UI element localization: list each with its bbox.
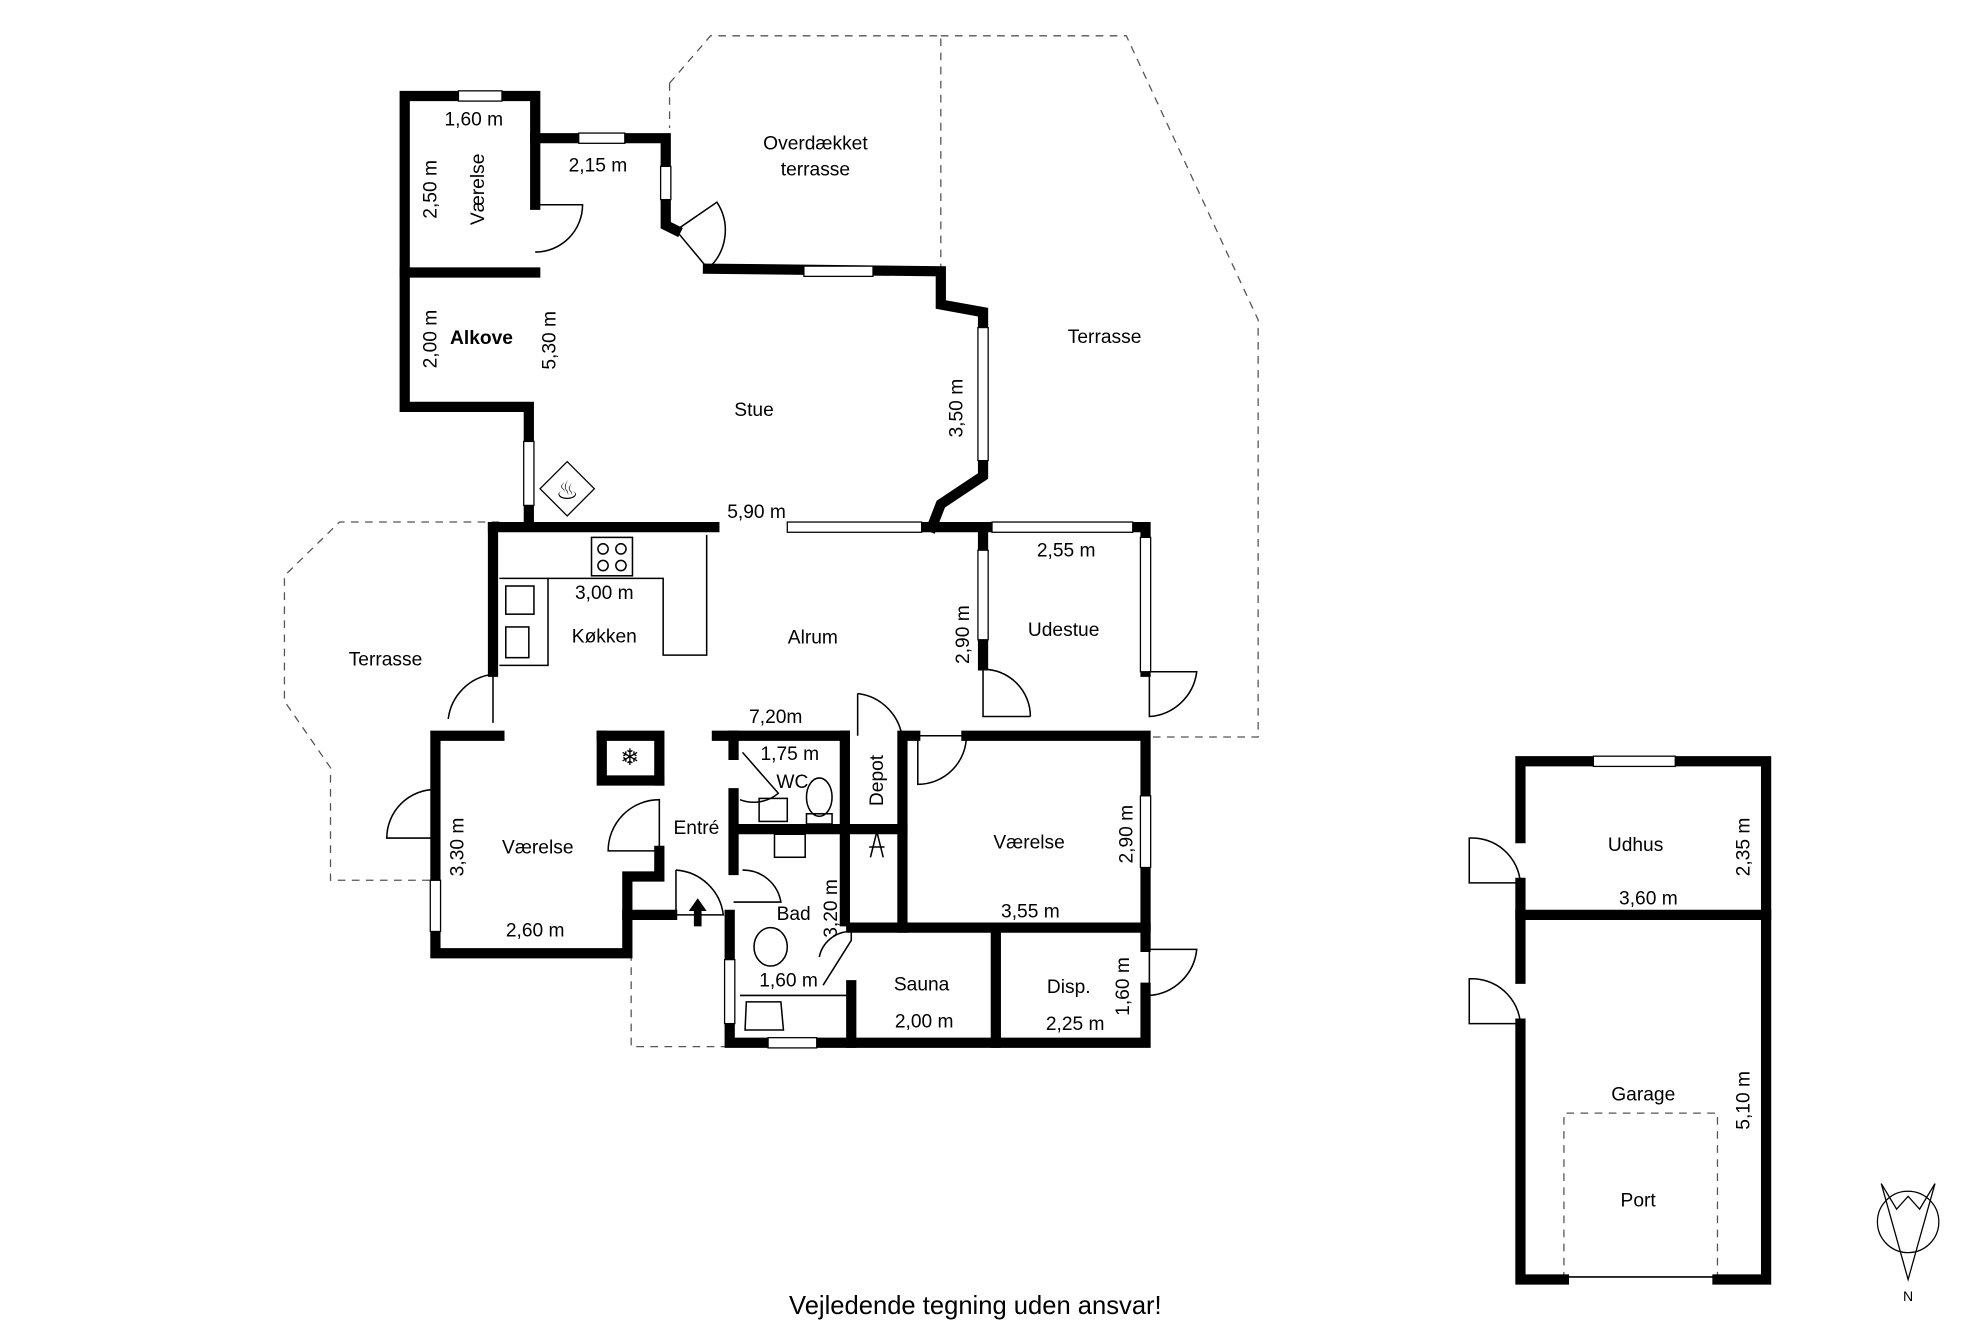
room-labels: Værelse Alkove Overdækket terrasse Terra… bbox=[349, 134, 1676, 1212]
room-label: Værelse bbox=[993, 832, 1064, 853]
freezer-icon bbox=[600, 734, 659, 783]
snowflake-icon: ❄ bbox=[620, 744, 639, 770]
dimension-label: 7,20m bbox=[749, 707, 802, 728]
room-label: Værelse bbox=[468, 154, 489, 225]
stove-icon bbox=[590, 536, 634, 577]
dimension-label: 2,90 m bbox=[953, 605, 974, 664]
windows bbox=[429, 90, 1152, 1049]
dimension-label: 2,60 m bbox=[506, 921, 565, 942]
dimension-label: 5,30 m bbox=[540, 311, 561, 370]
toilet-icon bbox=[805, 777, 833, 818]
dimension-labels: 1,60 m 2,50 m 2,15 m 2,00 m 5,30 m 3,50 … bbox=[421, 109, 1755, 1129]
dimension-label: 2,25 m bbox=[1046, 1014, 1105, 1035]
dimension-label: 1,60 m bbox=[444, 109, 503, 130]
entrance-arrow-icon bbox=[688, 898, 707, 927]
dimension-label: 2,15 m bbox=[569, 155, 628, 176]
dimension-label: 3,55 m bbox=[1001, 901, 1060, 922]
room-label: Depot bbox=[867, 754, 888, 806]
room-label: Disp. bbox=[1047, 977, 1091, 998]
doors bbox=[386, 201, 1522, 1025]
dimension-label: 3,50 m bbox=[947, 379, 968, 438]
room-label: Værelse bbox=[502, 837, 573, 858]
dimension-label: 2,00 m bbox=[895, 1011, 954, 1032]
room-label: Entré bbox=[673, 818, 719, 839]
dimension-label: 5,10 m bbox=[1733, 1071, 1754, 1130]
dimension-label: 2,55 m bbox=[1037, 541, 1096, 562]
sink-icon bbox=[505, 585, 535, 615]
room-label: Terrasse bbox=[349, 649, 423, 670]
dimension-label: 3,00 m bbox=[575, 583, 634, 604]
room-label: Port bbox=[1621, 1191, 1657, 1212]
room-label: Stue bbox=[734, 400, 773, 421]
dimension-label: 1,75 m bbox=[761, 744, 820, 765]
room-label: Udhus bbox=[1608, 835, 1663, 856]
dimension-label: 3,60 m bbox=[1619, 889, 1678, 910]
toilet-icon bbox=[753, 926, 789, 967]
dimension-label: 2,00 m bbox=[421, 310, 442, 369]
room-label: Køkken bbox=[572, 626, 637, 647]
room-label: Terrasse bbox=[1068, 327, 1142, 348]
north-compass-icon: N bbox=[1876, 1183, 1940, 1304]
dimension-label: 2,90 m bbox=[1117, 805, 1138, 864]
garage-building bbox=[1515, 755, 1772, 1285]
room-label: terrasse bbox=[781, 159, 850, 180]
dimension-label: 5,90 m bbox=[727, 502, 786, 523]
dimension-label: 2,50 m bbox=[421, 160, 442, 219]
dimension-label: 3,30 m bbox=[448, 818, 469, 877]
disclaimer-text: Vejledende tegning uden ansvar! bbox=[789, 1292, 1162, 1320]
dimension-label: 2,35 m bbox=[1733, 818, 1754, 877]
room-label: WC bbox=[776, 772, 808, 793]
room-label: Garage bbox=[1611, 1084, 1675, 1105]
room-label: Overdækket bbox=[763, 134, 868, 155]
fireplace-icon: ♨ bbox=[539, 460, 596, 517]
dimension-label: 1,60 m bbox=[759, 970, 818, 991]
room-label: Alrum bbox=[788, 628, 838, 649]
room-label: Udestue bbox=[1028, 620, 1099, 641]
dishwasher-icon bbox=[505, 626, 530, 659]
svg-text:♨: ♨ bbox=[556, 477, 579, 505]
room-label: Sauna bbox=[894, 974, 950, 995]
sink-icon bbox=[773, 833, 806, 859]
dimension-label: 1,60 m bbox=[1113, 957, 1134, 1016]
fixtures: ♨ ❄ bbox=[499, 460, 885, 1031]
room-label: Bad bbox=[777, 904, 811, 925]
dimension-label: 3,20 m bbox=[821, 879, 842, 938]
compass-label: N bbox=[1903, 1288, 1913, 1304]
room-label: Alkove bbox=[450, 328, 513, 349]
terrace-outlines bbox=[283, 35, 1719, 1280]
